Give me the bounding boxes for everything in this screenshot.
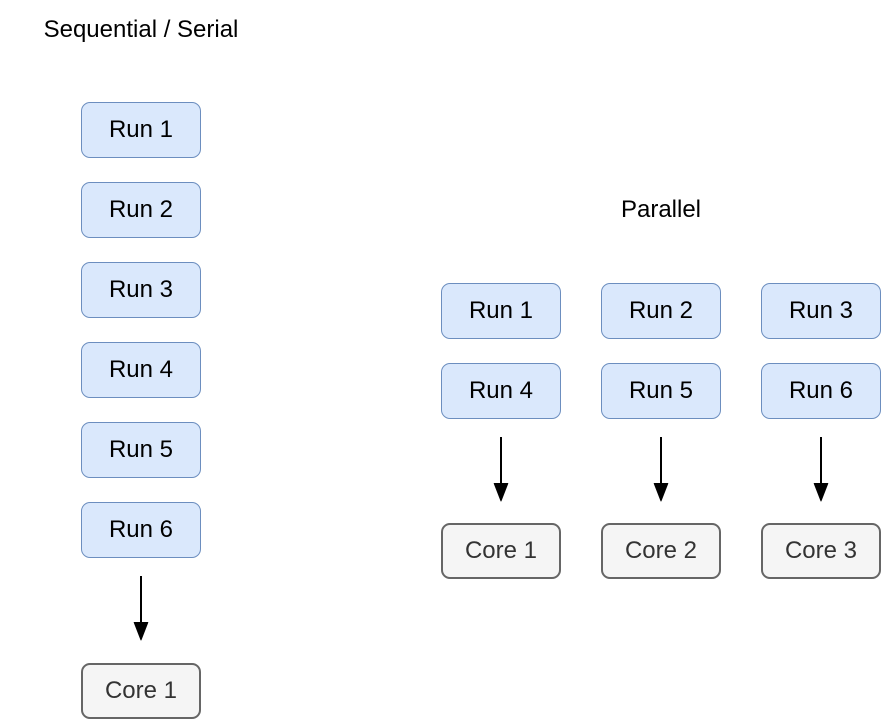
core-box-par-1: Core 1	[441, 523, 561, 579]
core-box-par-2: Core 2	[601, 523, 721, 579]
arrow-down-icon	[813, 437, 829, 502]
run-box-seq-2: Run 2	[81, 182, 201, 238]
run-box-par-col3-bottom: Run 6	[761, 363, 881, 419]
core-box-seq-1: Core 1	[81, 663, 201, 719]
run-box-seq-4: Run 4	[81, 342, 201, 398]
run-box-par-col3-top: Run 3	[761, 283, 881, 339]
arrow-down-icon	[653, 437, 669, 502]
sequential-title: Sequential / Serial	[43, 16, 239, 43]
parallel-title: Parallel	[620, 196, 702, 223]
run-box-par-col1-bottom: Run 4	[441, 363, 561, 419]
run-box-seq-5: Run 5	[81, 422, 201, 478]
arrow-down-icon	[493, 437, 509, 502]
run-box-par-col2-bottom: Run 5	[601, 363, 721, 419]
run-box-seq-3: Run 3	[81, 262, 201, 318]
run-box-par-col2-top: Run 2	[601, 283, 721, 339]
run-box-par-col1-top: Run 1	[441, 283, 561, 339]
run-box-seq-1: Run 1	[81, 102, 201, 158]
run-box-seq-6: Run 6	[81, 502, 201, 558]
core-box-par-3: Core 3	[761, 523, 881, 579]
arrow-down-icon	[133, 576, 149, 641]
